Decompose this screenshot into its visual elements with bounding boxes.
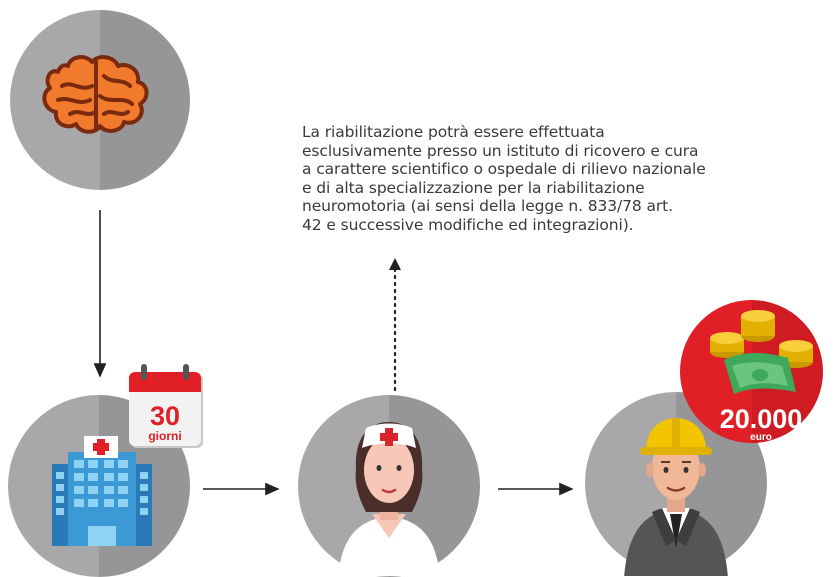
note-line: a carattere scientifico o ospedale di ri…: [302, 160, 706, 179]
note-line: 42 e successive modifiche ed integrazion…: [302, 215, 634, 234]
note-line: e di alta specializzazione per la riabil…: [302, 178, 645, 197]
calendar-icon: 30 giorni: [129, 364, 203, 448]
nurse-icon: [338, 422, 440, 576]
brain-icon: [42, 55, 149, 134]
money-amount: 20.000: [720, 404, 803, 434]
note-line: La riabilitazione potrà essere effettuat…: [302, 123, 605, 141]
rehabilitation-note: La riabilitazione potrà essere effettuat…: [302, 123, 772, 235]
calendar-unit: giorni: [148, 429, 181, 443]
money-icon: 20.000 euro: [710, 310, 813, 443]
hospital-icon: [52, 436, 152, 546]
note-line: neuromotoria (ai sensi della legge n. 83…: [302, 197, 673, 216]
money-currency: euro: [750, 432, 772, 443]
worker-icon: [624, 418, 728, 576]
calendar-number: 30: [150, 401, 180, 431]
note-line: esclusivamente presso un istituto di ric…: [302, 141, 699, 160]
